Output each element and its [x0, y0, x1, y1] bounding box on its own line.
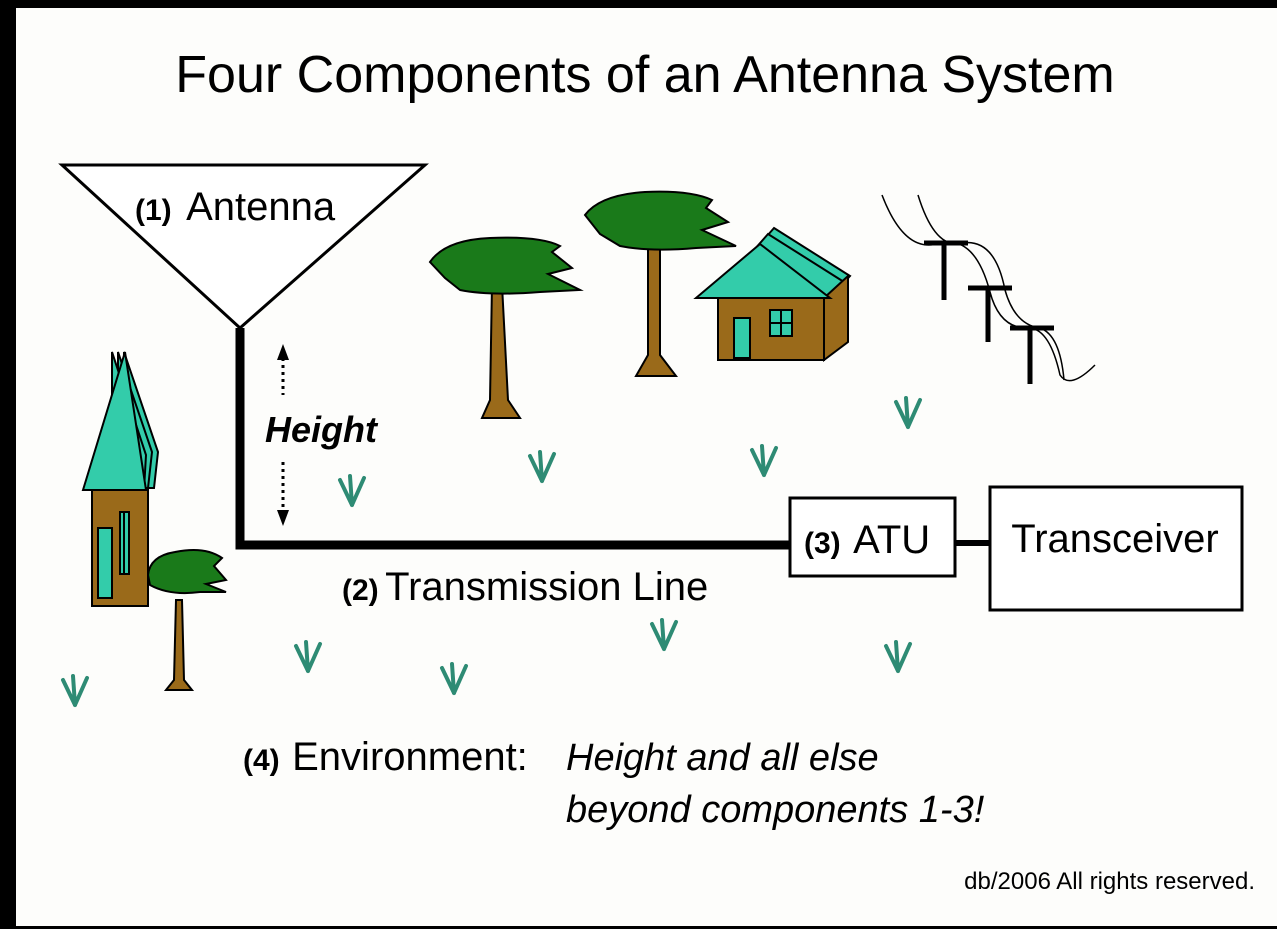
atu-box [788, 496, 957, 578]
atu-label: (3) ATU [804, 518, 930, 562]
tree-1-icon [428, 236, 584, 419]
height-label: Height [265, 409, 379, 450]
grass-tuft-icon [894, 396, 922, 429]
small-tree-icon [146, 549, 228, 691]
environment-note-line-2: beyond components 1-3! [566, 789, 985, 831]
diagram-title: Four Components of an Antenna System [175, 46, 1114, 104]
grass-tuft-icon [61, 674, 89, 707]
antenna-triangle [58, 163, 429, 331]
grass-tuft-icon [338, 474, 366, 507]
height-up-arrowhead-icon [277, 344, 289, 360]
tree-2-icon [583, 190, 737, 377]
grass-tufts [61, 396, 922, 707]
copyright-notice: db/2006 All rights reserved. [964, 868, 1255, 895]
grass-tuft-icon [750, 444, 778, 477]
environment-note-line-1: Height and all else [566, 737, 879, 779]
transceiver-label: Transceiver [1011, 517, 1218, 561]
tall-house-icon [81, 351, 160, 607]
grass-tuft-icon [440, 662, 468, 695]
power-lines-icon [881, 194, 1096, 384]
grass-tuft-icon [528, 450, 556, 483]
environment-label: (4) Environment: [243, 735, 528, 779]
grass-tuft-icon [650, 618, 678, 651]
transmission-line [235, 328, 792, 550]
grass-tuft-icon [294, 640, 322, 673]
height-down-arrowhead-icon [277, 510, 289, 526]
transmission-line-label: (2) Transmission Line [342, 565, 708, 609]
antenna-label: (1) Antenna [135, 185, 336, 229]
house-icon [693, 226, 852, 362]
transceiver-box [988, 485, 1244, 612]
height-arrows [277, 344, 289, 526]
grass-tuft-icon [884, 640, 912, 673]
